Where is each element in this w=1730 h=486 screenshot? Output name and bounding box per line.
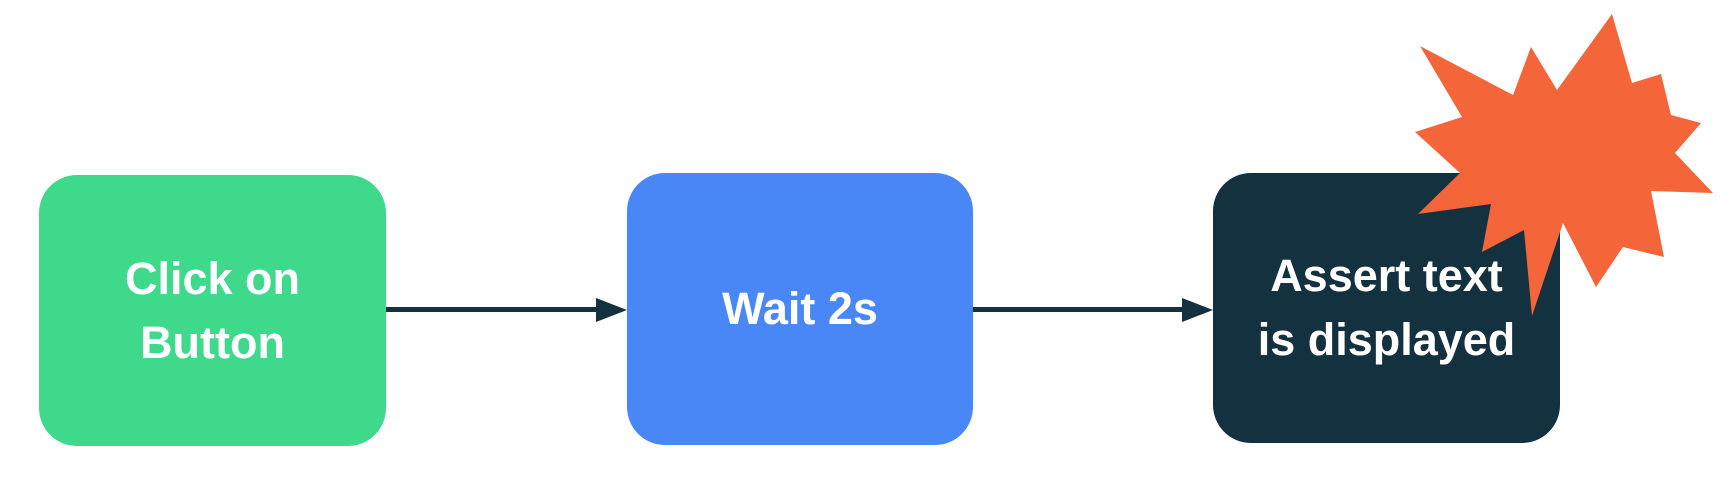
- connector-arrow-1: [386, 307, 597, 312]
- starburst-icon: [1415, 14, 1713, 316]
- node-label-line: Click on: [124, 252, 301, 304]
- node-label-line: is displayed: [1257, 314, 1516, 365]
- node-label-line: Assert text: [1270, 250, 1503, 302]
- connector-arrow-2: [973, 307, 1183, 312]
- node-label-line: Wait 2s: [722, 283, 878, 335]
- starburst-shape: [1415, 14, 1713, 316]
- node-wait-2s: Wait 2s: [627, 173, 973, 445]
- node-click-on-button: Click on Button: [39, 175, 386, 446]
- node-label-line: Button: [140, 316, 285, 368]
